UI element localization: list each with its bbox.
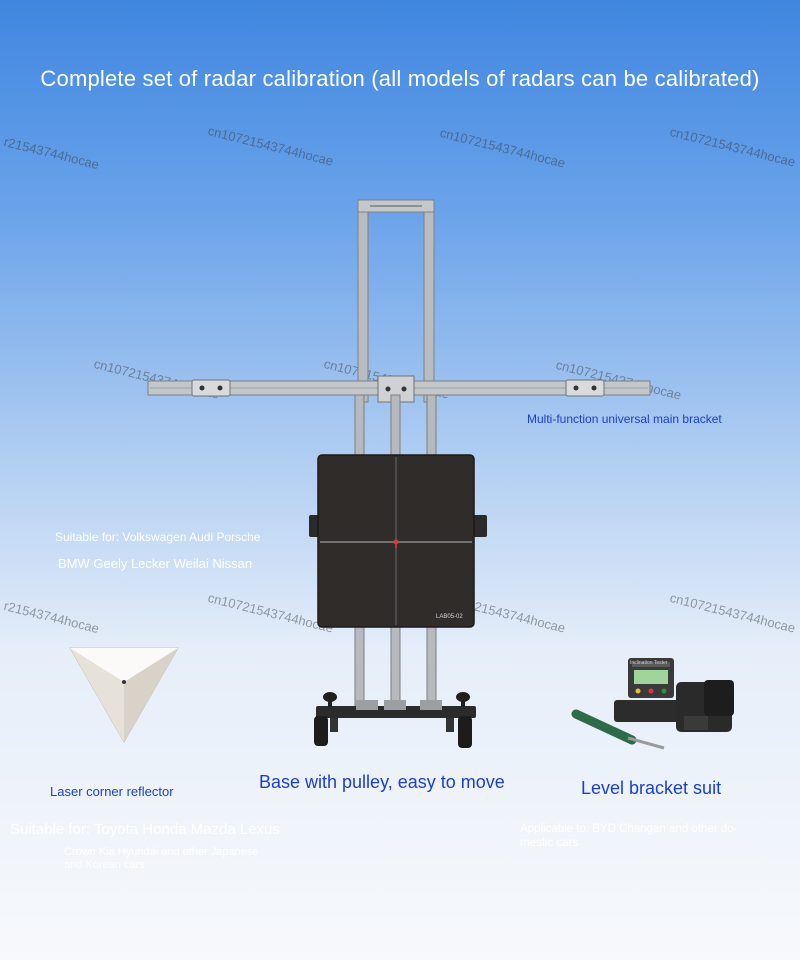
crown-line1: Crown Kia Hyundai and other Japanese (64, 846, 259, 858)
level-screen-label: Inclination Tester (630, 660, 668, 666)
level-bracket-label: Level bracket suit (581, 778, 722, 798)
base-pulley-label: Base with pulley, easy to move (259, 772, 505, 792)
panel-model-label: LAB05-02 (436, 614, 463, 620)
byd-line1: Applicable to: BYD Changan and other do- (520, 823, 738, 835)
level-bracket-image (571, 658, 734, 750)
suitable-vw-line1: Suitable for: Volkswagen Audi Porsche (55, 530, 261, 544)
laser-reflector-label: Laser corner reflector (50, 784, 174, 799)
crown-line2: and Korean cars (64, 859, 145, 871)
byd-line2: mestic cars (520, 837, 579, 849)
suitable-toyota-label: Suitable for: Toyota Honda Mazda Lexus (10, 821, 280, 838)
corner-reflector-image (69, 647, 179, 744)
suitable-vw-line2: BMW Geely Lecker Weilai Nissan (58, 556, 253, 571)
main-bracket-label: Multi-function universal main bracket (527, 412, 722, 426)
page-title: Complete set of radar calibration (all m… (40, 66, 760, 91)
